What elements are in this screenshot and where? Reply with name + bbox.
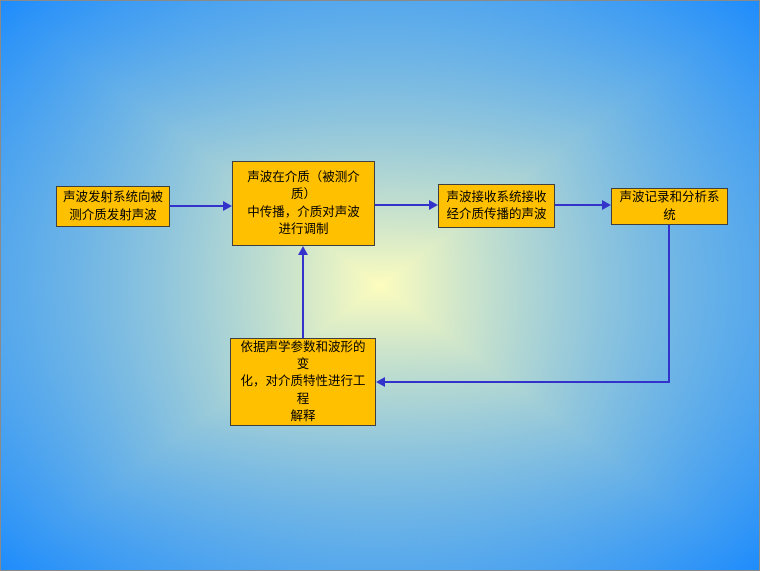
flow-box-record: 声波记录和分析系统 [611, 188, 728, 225]
flow-box-transmit: 声波发射系统向被 测介质发射声波 [56, 186, 170, 227]
flow-box-medium: 声波在介质（被测介质） 中传播，介质对声波 进行调制 [232, 161, 375, 246]
flow-box-transmit-label: 声波发射系统向被 测介质发射声波 [62, 190, 163, 222]
arrow-interpret-to-medium [298, 246, 308, 338]
flow-box-medium-label: 声波在介质（被测介质） 中传播，介质对声波 进行调制 [247, 170, 360, 236]
flow-box-receive-label: 声波接收系统接收 经介质传播的声波 [446, 189, 547, 221]
flow-box-interpret: 依据声学参数和波形的变 化，对介质特性进行工程 解释 [230, 338, 376, 426]
arrow-record-to-interpret [376, 225, 670, 387]
flow-box-interpret-label: 依据声学参数和波形的变 化，对介质特性进行工程 解释 [240, 339, 366, 423]
arrow-transmit-to-medium [170, 201, 232, 211]
flow-box-receive: 声波接收系统接收 经介质传播的声波 [438, 184, 555, 228]
arrow-medium-to-receive [375, 200, 438, 210]
flow-box-record-label: 声波记录和分析系统 [619, 190, 720, 222]
arrow-receive-to-record [555, 200, 611, 210]
